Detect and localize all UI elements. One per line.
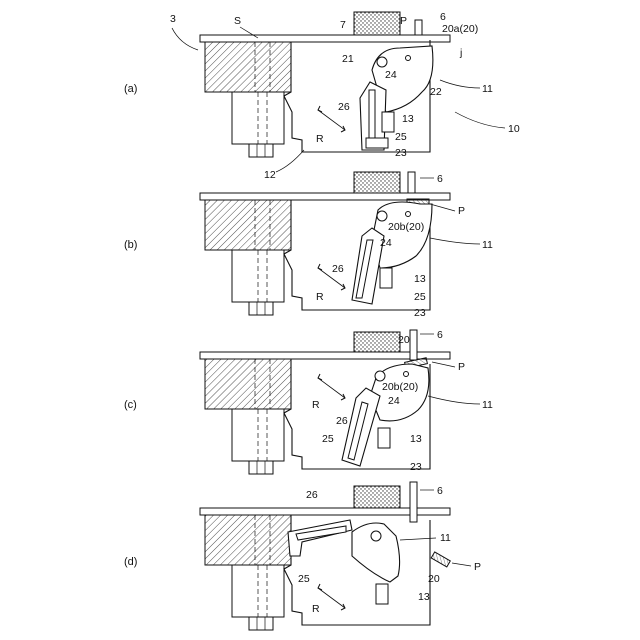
ref-13: 13 [410, 433, 422, 445]
ref-25: 25 [395, 131, 407, 143]
ref-23: 23 [414, 307, 426, 319]
ref-25: 25 [322, 433, 334, 445]
pivot [371, 531, 381, 541]
ref-11: 11 [440, 532, 451, 544]
ref-6: 6 [440, 11, 446, 23]
ref-21: 21 [342, 53, 354, 65]
part-13 [376, 584, 388, 604]
ref-24: 24 [385, 69, 397, 81]
part-13 [380, 268, 392, 288]
ref-12: 12 [264, 169, 276, 181]
ref-6: 6 [437, 173, 443, 185]
ref-23: 23 [395, 147, 407, 159]
ref-r: R [316, 133, 324, 145]
ref-25: 25 [298, 573, 310, 585]
nut [249, 461, 273, 474]
panel-label: (b) [124, 239, 137, 251]
ref-13: 13 [414, 273, 426, 285]
ref-r: R [312, 399, 320, 411]
hatched-block [205, 359, 291, 409]
ref-22: 22 [430, 86, 442, 98]
medium-stack [354, 172, 400, 193]
ref-6: 6 [437, 485, 443, 497]
nut [249, 302, 273, 315]
ref-13: 13 [402, 113, 414, 125]
ref-r: R [316, 291, 324, 303]
ref-24: 24 [380, 237, 392, 249]
ref-11: 11 [482, 239, 493, 251]
ref-26: 26 [306, 489, 318, 501]
hatched-block [205, 515, 291, 565]
nut [249, 144, 273, 157]
panel-b: (b) 6 P 20b(20) 11 24 26 13 R 25 [124, 172, 493, 319]
pivot [377, 211, 387, 221]
ref-p: P [458, 205, 465, 217]
ref-26: 26 [332, 263, 344, 275]
ref-26: 26 [336, 415, 348, 427]
nut [249, 617, 273, 630]
ref-p: P [458, 361, 465, 373]
hatched-block [205, 42, 291, 92]
plate-6 [415, 20, 422, 35]
plate-6 [408, 172, 415, 193]
ref-24: 24 [388, 395, 400, 407]
plate-6 [410, 330, 417, 360]
ref-p: P [474, 561, 481, 573]
panel-c: (c) 20 6 P 20b(20) 11 R 24 26 25 [124, 329, 493, 474]
panel-label: (c) [124, 399, 137, 411]
ref-p: P [400, 15, 407, 27]
ref-20: 20 [398, 334, 410, 346]
ref-13: 13 [418, 591, 430, 603]
medium-stack [354, 12, 400, 35]
part-13 [382, 112, 394, 132]
ref-s: S [234, 15, 241, 27]
medium-stack [354, 486, 400, 508]
ref-11: 11 [482, 83, 493, 95]
ref-j: j [459, 47, 462, 59]
ref-11: 11 [482, 399, 493, 411]
plate-6 [410, 482, 417, 522]
ref-25: 25 [414, 291, 426, 303]
hatched-block [205, 200, 291, 250]
ref-3: 3 [170, 13, 176, 25]
pivot [377, 57, 387, 67]
base-plate [200, 35, 450, 42]
ref-7: 7 [340, 19, 346, 31]
ref-20b: 20b(20) [388, 221, 424, 233]
ref-26: 26 [338, 101, 350, 113]
panel-d: (d) 6 26 11 25 20 P R 13 [124, 482, 481, 630]
ref-20b: 20b(20) [382, 381, 418, 393]
part-13 [378, 428, 390, 448]
panel-label: (a) [124, 83, 137, 95]
panel-label: (d) [124, 556, 137, 568]
panel-a: (a) [124, 11, 520, 181]
ref-23: 23 [410, 461, 422, 473]
part-p [431, 552, 450, 567]
pivot [375, 371, 385, 381]
ref-r: R [312, 603, 320, 615]
ref-20: 20 [428, 573, 440, 585]
ref-20a: 20a(20) [442, 23, 478, 35]
medium-stack [354, 332, 400, 352]
ref-6: 6 [437, 329, 443, 341]
ref-10: 10 [508, 123, 520, 135]
